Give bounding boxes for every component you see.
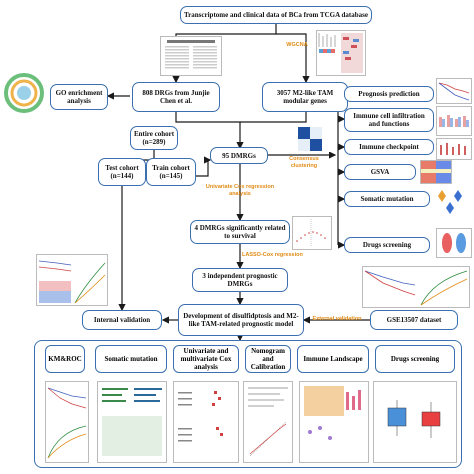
- km-roc-thumbnail: [45, 381, 89, 463]
- drugs-screening-thumbnail: [373, 381, 457, 463]
- m2-tam-genes-box: 3057 M2-like TAM modular genes: [262, 82, 348, 112]
- mutation-plot-thumbnail: [432, 186, 472, 216]
- tcga-data-box: Transcriptome and clinical data of BCa f…: [180, 6, 372, 24]
- somatic-mutation-box: Somatic mutation: [344, 191, 430, 207]
- bottom-drugs-screening-box: Drugs screening: [375, 345, 455, 373]
- test-cohort-box: Test cohort (n=144): [98, 158, 146, 186]
- immune-landscape-box: Immune Landscape: [297, 345, 369, 373]
- somatic-mutation-thumbnail: [97, 381, 167, 463]
- prognostic-model-box: Development of disulfidptosis and M2-lik…: [178, 304, 304, 336]
- drgs-box: 808 DRGs from Junjie Chen et al.: [132, 82, 220, 112]
- immune-infiltration-box: Immune cell infiltration and functions: [344, 108, 434, 132]
- dmrgs-3-box: 3 independent prognostic DMRGs: [192, 268, 288, 292]
- internal-validation-thumbnail: [36, 254, 108, 306]
- dmrgs-4-box: 4 DMRGs significantly related to surviva…: [190, 220, 290, 244]
- wgcna-label: WGCNA: [286, 42, 308, 48]
- go-enrichment-box: GO enrichment analysis: [50, 84, 108, 110]
- bottom-somatic-mutation-box: Somatic mutation: [95, 345, 167, 373]
- external-validation-thumbnail: [362, 266, 470, 308]
- external-validation-label: External validation: [312, 316, 362, 322]
- lasso-plot-thumbnail: [292, 216, 332, 250]
- cox-forest-thumbnail: [173, 381, 239, 463]
- drug-violin-thumbnail: [436, 228, 472, 258]
- analysis-panel: KM&ROC Somatic mutation Univariate and m…: [34, 340, 462, 468]
- gsva-box: GSVA: [344, 164, 416, 180]
- immune-landscape-thumbnail: [299, 381, 369, 463]
- cox-analysis-box: Univariate and multivariate Cox analysis: [173, 345, 239, 373]
- wgcna-heatmap-thumbnail: [316, 30, 366, 76]
- nomogram-box: Nomogram and Calibration: [245, 345, 291, 373]
- consensus-matrix-thumbnail: [286, 126, 332, 152]
- drugs-screening-box: Drugs screening: [344, 237, 430, 253]
- km-roc-box: KM&ROC: [45, 345, 85, 373]
- go-circos-thumbnail: [2, 72, 46, 114]
- dmrgs-95-box: 95 DMRGs: [210, 147, 268, 164]
- gsva-heatmap-thumbnail: [420, 160, 452, 184]
- univariate-cox-label: Univariate Cox regression analysis: [205, 184, 275, 197]
- immune-checkpoint-box: Immune checkpoint: [344, 139, 434, 155]
- gse13507-box: GSE13507 dataset: [370, 310, 458, 330]
- nomogram-thumbnail: [243, 381, 293, 463]
- train-cohort-box: Train cohort (n=145): [146, 158, 196, 186]
- lasso-cox-label: LASSO-Cox regression: [242, 252, 303, 258]
- immune-boxplot-thumbnail: [436, 106, 472, 136]
- entire-cohort-box: Entire cohort (n=289): [130, 126, 178, 150]
- internal-validation-box: Internal validation: [82, 310, 162, 330]
- paper-thumbnail: [160, 36, 222, 76]
- survival-curve-thumbnail: [436, 78, 472, 104]
- checkpoint-plot-thumbnail: [436, 138, 472, 160]
- consensus-clustering-label: Consensus clustering: [289, 156, 319, 169]
- prognosis-prediction-box: Prognosis prediction: [344, 86, 434, 102]
